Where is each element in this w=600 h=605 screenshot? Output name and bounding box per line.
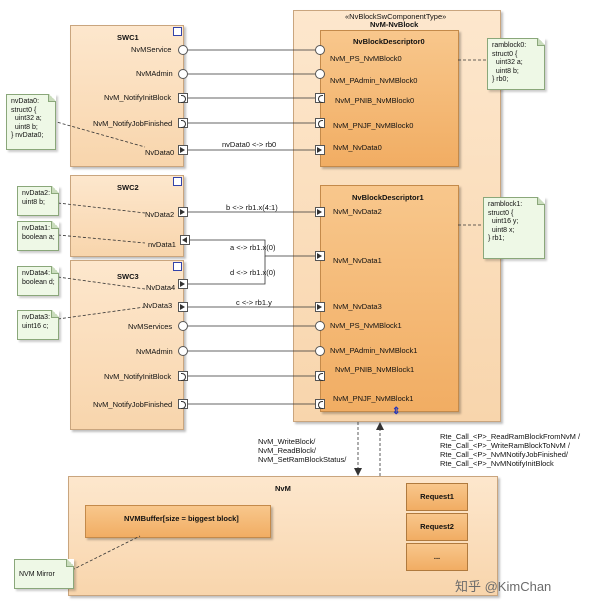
- connection-label-c2: b <-> rb1.x(4:1): [226, 203, 278, 212]
- desc1-port-label-pnib: NvM_PNIB_NvMBlock1: [335, 365, 415, 374]
- connection-label-c0: nvData0 <-> rb0: [222, 140, 277, 149]
- connection-label-c1: a <-> rb1.x(0): [230, 243, 276, 252]
- swc1-port-label-notifyinitblock: NvM_NotifyInitBlock: [104, 93, 172, 102]
- swc1-port-label-nvmservice: NvMService: [131, 45, 172, 54]
- swc3-server-port-notifyinitblock[interactable]: [178, 371, 188, 381]
- request2-box: Request2: [406, 513, 468, 541]
- swc2-port-label-nvdata1: nvData1: [148, 240, 176, 249]
- desc0-port-pnib-nvmblock0[interactable]: [315, 93, 325, 103]
- desc1-port-nvdata3[interactable]: [315, 302, 325, 312]
- desc1-port-pnib-nvmblock1[interactable]: [315, 371, 325, 381]
- connection-label-c4: d <-> rb1.x(0): [230, 268, 276, 277]
- nvm-buffer-label: NVMBuffer[size = biggest block]: [124, 514, 239, 523]
- swc2-component-icon: [173, 177, 182, 186]
- swc1-component: [70, 25, 184, 167]
- request-more-box: ...: [406, 543, 468, 571]
- swc3-port-label-notifyinitblock: NvM_NotifyInitBlock: [104, 372, 172, 381]
- desc1-port-nvdata1[interactable]: [315, 251, 325, 261]
- swc3-component-icon: [173, 262, 182, 271]
- dep-right-line-1: Rte_Call_<P>_ReadRamBlockFromNvM /: [440, 432, 581, 441]
- note-ramblock0: ramblock0: struct0 { uint32 a; uint8 b; …: [487, 38, 545, 90]
- desc1-port-label-pnjf: NvM_PNJF_NvMBlock1: [333, 394, 414, 403]
- desc1-port-label-padmin: NvM_PAdmin_NvMBlock1: [330, 346, 418, 355]
- swc1-rport-nvdata0[interactable]: [178, 145, 188, 155]
- nvblock-descriptor1-title: NvBlockDescriptor1: [352, 193, 424, 202]
- note-nvdata3: nvData3: uint16 c;: [17, 310, 59, 340]
- dep-right-line-2: Rte_Call_<P>_WriteRamBlockToNvM /: [440, 441, 570, 450]
- swc1-port-label-notifyjobfinished: NvM_NotifyJobFinished: [93, 119, 173, 128]
- swc1-client-port-nvmservice[interactable]: [178, 45, 188, 55]
- swc3-server-port-notifyjobfinished[interactable]: [178, 399, 188, 409]
- swc2-port-label-nvdata2: NvData2: [145, 210, 175, 219]
- swc1-port-label-nvdata0: NvData0: [145, 148, 175, 157]
- swc3-port-label-nvmservices: NvMServices: [128, 322, 173, 331]
- swc2-component: [70, 175, 184, 257]
- dep-left-line-3: NvM_SetRamBlockStatus/: [258, 455, 347, 464]
- watermark: 知乎 @KimChan: [455, 579, 552, 594]
- nvm-buffer: [85, 505, 271, 538]
- swc1-component-icon: [173, 27, 182, 36]
- swc1-server-port-notifyinitblock[interactable]: [178, 93, 188, 103]
- nvblock-descriptor0-title: NvBlockDescriptor0: [353, 37, 425, 46]
- swc1-server-port-notifyjobfinished[interactable]: [178, 118, 188, 128]
- nvblock-descriptor1: [320, 185, 459, 412]
- swc3-port-label-nvmadmin: NvMAdmin: [136, 347, 173, 356]
- nvm-nvblock-stereotype: «NvBlockSwComponentType»: [345, 12, 447, 21]
- swc3-client-port-nvmadmin[interactable]: [178, 346, 188, 356]
- desc1-port-padmin-nvmblock1[interactable]: [315, 346, 325, 356]
- swc1-client-port-nvmadmin[interactable]: [178, 69, 188, 79]
- desc0-port-ps-nvmblock0[interactable]: [315, 45, 325, 55]
- desc1-port-nvdata2[interactable]: [315, 207, 325, 217]
- note-ramblock1: ramblock1: struct0 { uint16 y; uint8 x; …: [483, 197, 545, 259]
- note-nvdata2: nvData2: uint8 b;: [17, 186, 59, 216]
- desc1-port-label-nvdata2: NvM_NvData2: [333, 207, 382, 216]
- desc1-port-label-ps: NvM_PS_NvMBlock1: [330, 321, 402, 330]
- nvm-module-title: NvM: [275, 484, 291, 493]
- dep-left-line-2: NvM_ReadBlock/: [258, 446, 316, 455]
- desc0-port-label-nvdata0: NvM_NvData0: [333, 143, 382, 152]
- swc2-title: SWC2: [117, 183, 139, 192]
- swc3-port-label-nvdata4: NvData4: [146, 283, 176, 292]
- dep-left-line-1: NvM_WriteBlock/: [258, 437, 316, 446]
- note-nvdata4: nvData4: boolean d;: [17, 266, 59, 296]
- desc1-port-label-nvdata1: NvM_NvData1: [333, 256, 382, 265]
- dep-right-line-4: Rte_Call_<P>_NvMNotifyInitBlock: [440, 459, 554, 468]
- expand-icon[interactable]: ⇕: [392, 406, 401, 417]
- swc2-pport-nvdata1[interactable]: [180, 235, 190, 245]
- swc3-port-label-nvdata3: NvData3: [143, 301, 173, 310]
- desc1-port-ps-nvmblock1[interactable]: [315, 321, 325, 331]
- desc0-port-label-ps: NvM_PS_NvMBlock0: [330, 54, 402, 63]
- connection-label-c3: c <-> rb1.y: [236, 298, 272, 307]
- swc3-port-label-notifyjobfinished: NvM_NotifyJobFinished: [93, 400, 173, 409]
- swc3-component: [70, 260, 184, 430]
- swc2-rport-nvdata2[interactable]: [178, 207, 188, 217]
- desc0-port-label-pnib: NvM_PNIB_NvMBlock0: [335, 96, 415, 105]
- swc1-port-label-nvmadmin: NvMAdmin: [136, 69, 173, 78]
- note-nvdata1: nvData1: boolean a;: [17, 221, 59, 251]
- swc1-title: SWC1: [117, 33, 139, 42]
- swc3-rport-nvdata4[interactable]: [178, 279, 188, 289]
- swc3-rport-nvdata3[interactable]: [178, 302, 188, 312]
- nvblock-descriptor0: [320, 30, 459, 167]
- note-nvm-mirror: NVM Mirror: [14, 559, 74, 589]
- desc0-port-nvdata0[interactable]: [315, 145, 325, 155]
- desc1-port-pnjf-nvmblock1[interactable]: [315, 399, 325, 409]
- desc0-port-padmin-nvmblock0[interactable]: [315, 69, 325, 79]
- request1-box: Request1: [406, 483, 468, 511]
- desc0-port-pnjf-nvmblock0[interactable]: [315, 118, 325, 128]
- nvm-nvblock-title: NvM-NvBlock: [370, 20, 419, 29]
- desc1-port-label-nvdata3: NvM_NvData3: [333, 302, 382, 311]
- desc0-port-label-padmin: NvM_PAdmin_NvMBlock0: [330, 76, 418, 85]
- desc0-port-label-pnjf: NvM_PNJF_NvMBlock0: [333, 121, 414, 130]
- dep-right-line-3: Rte_Call_<P>_NvMNotifyJobFinished/: [440, 450, 568, 459]
- swc3-client-port-nvmservices[interactable]: [178, 321, 188, 331]
- note-nvdata0: nvData0: struct0 { uint32 a; uint8 b; } …: [6, 94, 56, 150]
- swc3-title: SWC3: [117, 272, 139, 281]
